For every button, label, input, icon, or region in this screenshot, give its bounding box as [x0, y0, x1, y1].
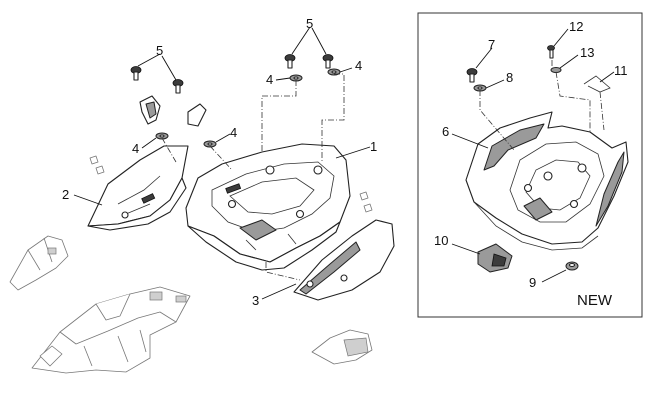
- callout-5-right: 5: [306, 16, 313, 31]
- left-side-panel: [87, 145, 189, 231]
- new-screw-12: [547, 45, 555, 59]
- new-rear-frame: [465, 111, 629, 251]
- callout-13: 13: [580, 45, 594, 60]
- screw-5-left-a: [130, 66, 142, 81]
- new-version-box: [417, 12, 643, 318]
- rear-frame-undertray: [185, 143, 351, 271]
- callout-11: 11: [614, 63, 628, 78]
- new-grommet-9: [565, 261, 579, 271]
- callout-5-left: 5: [156, 43, 163, 58]
- callout-4-c: 4: [132, 141, 139, 156]
- new-label: NEW: [577, 292, 613, 309]
- context-right-bracket: [311, 329, 373, 365]
- callout-6: 6: [442, 124, 449, 139]
- callout-7: 7: [488, 37, 495, 52]
- callout-10: 10: [434, 233, 448, 248]
- context-subframe: [31, 286, 191, 374]
- screw-5-right-a: [284, 54, 296, 69]
- leader-lines: [73, 26, 615, 300]
- callout-12: 12: [569, 19, 583, 34]
- small-fasteners: [89, 155, 373, 213]
- callout-4-a: 4: [266, 72, 273, 87]
- new-connector-10: [477, 243, 513, 273]
- callout-3: 3: [252, 293, 259, 308]
- context-left-bracket: [9, 235, 69, 291]
- callout-8: 8: [506, 70, 513, 85]
- new-screw-7: [466, 68, 478, 83]
- right-side-panel: [293, 219, 395, 301]
- callout-4-d: 4: [230, 125, 237, 140]
- new-clip-11: [583, 75, 611, 93]
- callout-9: 9: [529, 275, 536, 290]
- callout-1: 1: [370, 139, 377, 154]
- callout-2: 2: [62, 187, 69, 202]
- assembly-lines-new: [479, 60, 605, 151]
- screw-5-left-b: [172, 79, 184, 94]
- callout-4-b: 4: [355, 58, 362, 73]
- screw-5-right-b: [322, 54, 334, 69]
- washers-4: [155, 68, 341, 148]
- assembly-lines-left: [161, 73, 345, 281]
- new-washer-13: [550, 67, 562, 73]
- panel-clips: [139, 95, 207, 127]
